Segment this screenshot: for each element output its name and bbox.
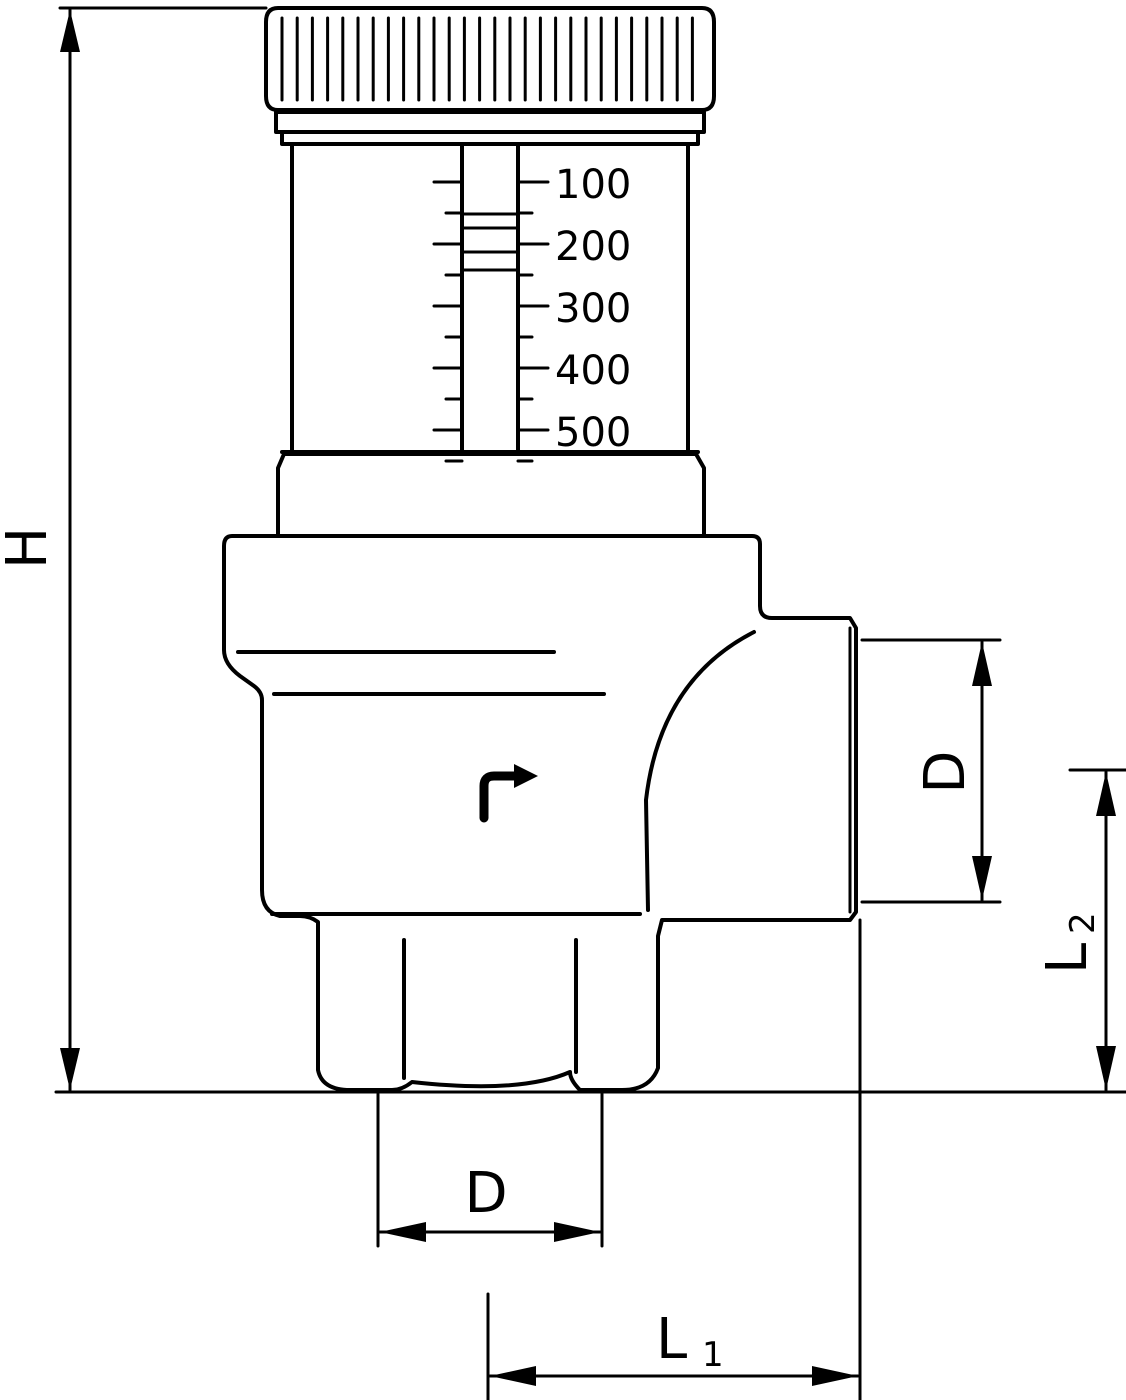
dimension-label-d-outlet: D (913, 750, 978, 793)
dimension-label-d-inlet: D (464, 1161, 507, 1226)
scale-label-200: 200 (555, 224, 631, 270)
dimension-d-inlet: D (376, 1092, 604, 1248)
scale-label-300: 300 (555, 286, 631, 332)
dimension-label-l1-subscript: 1 (702, 1335, 724, 1375)
dimension-label-h: H (0, 527, 60, 569)
scale-label-500: 500 (555, 410, 631, 456)
dimension-label-l1: L (656, 1307, 687, 1372)
dimension-l1: L 1 (486, 918, 862, 1400)
flow-direction-icon (479, 764, 538, 823)
dimension-label-l2-subscript: 2 (1063, 912, 1103, 934)
scale-cylinder (280, 142, 700, 463)
dimension-l2: L 2 (1035, 768, 1126, 1092)
dimension-label-l2: L (1035, 943, 1100, 974)
scale-label-400: 400 (555, 348, 631, 394)
scale-ticks (432, 180, 550, 463)
dimension-h: H (0, 6, 268, 1092)
knurled-cap (264, 6, 716, 112)
scale-label-100: 100 (555, 162, 631, 208)
bonnet-ring (276, 452, 706, 538)
cap-collar (274, 110, 706, 146)
knurl-grooves (280, 16, 694, 102)
dimension-d-outlet: D (860, 638, 1002, 904)
valve-body (222, 534, 858, 1092)
scale-labels: 100 200 300 400 500 (555, 162, 631, 456)
